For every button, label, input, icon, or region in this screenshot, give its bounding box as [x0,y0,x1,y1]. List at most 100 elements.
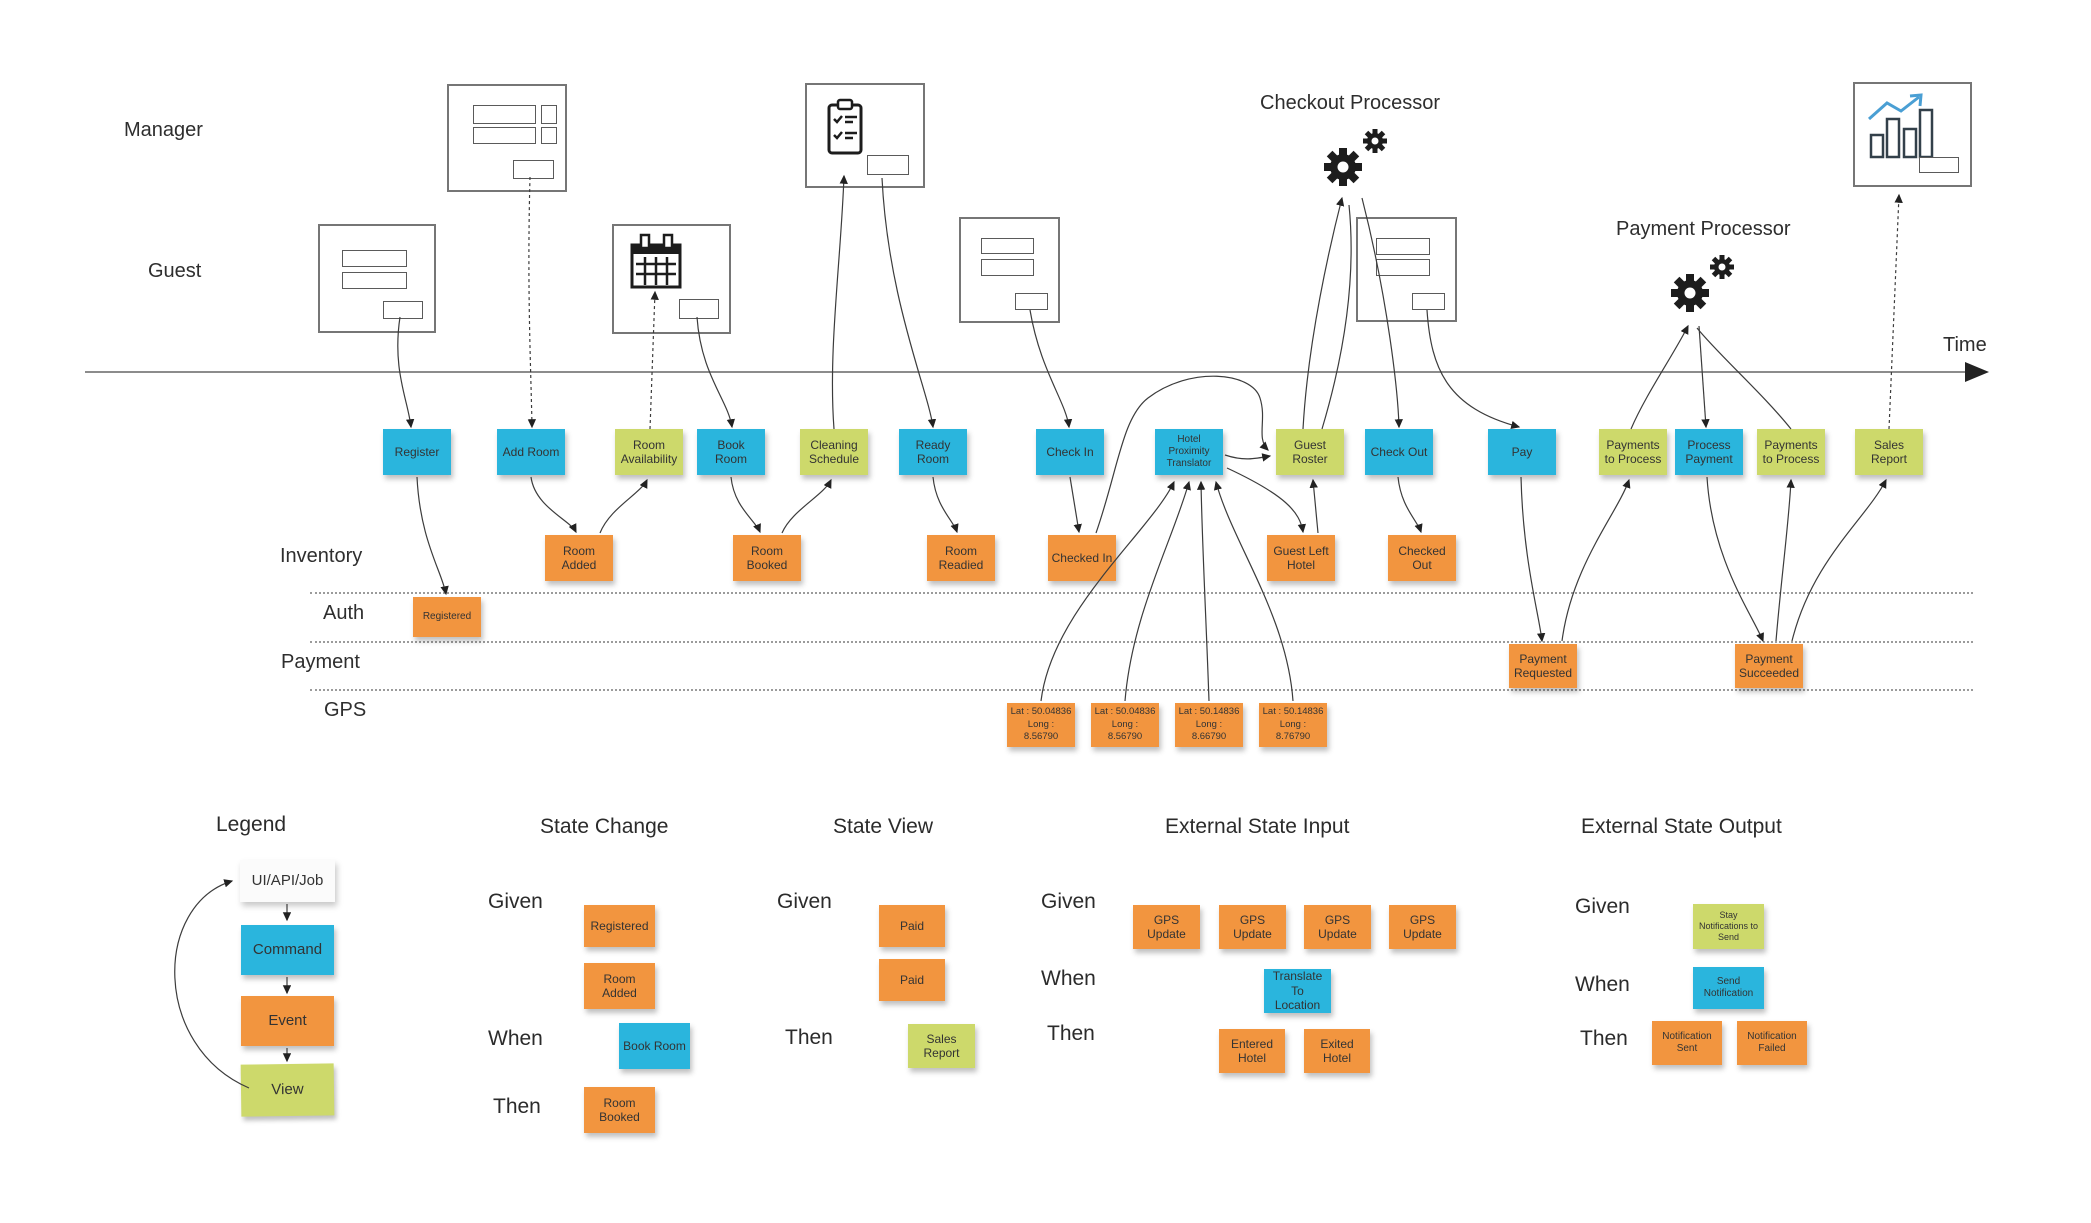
note-gps-event[interactable]: Lat : 50.04836 Long : 8.56790 [1007,703,1075,747]
payment-processor-gears-icon[interactable] [1652,248,1742,328]
calendar-icon [630,233,682,289]
gps-lat: Lat : 50.14836 [1262,705,1324,717]
spec-note[interactable]: Room Added [584,963,655,1009]
checkout-processor-label: Checkout Processor [1260,92,1441,114]
input-field [981,259,1034,276]
button-placeholder [383,301,423,319]
spec-title-external-state-input: External State Input [1165,815,1350,838]
note-room-added[interactable]: Room Added [545,535,613,581]
note-checked-out[interactable]: Checked Out [1388,535,1456,581]
wireframe-add-room-form[interactable] [447,84,567,192]
input-field [473,127,536,144]
spec-note[interactable]: Room Booked [584,1087,655,1133]
when-label: When [1575,973,1630,996]
note-guest-left-hotel[interactable]: Guest Left Hotel [1267,535,1335,581]
then-label: Then [785,1026,833,1049]
wireframe-cleaning-checklist[interactable] [805,83,925,188]
note-payment-succeeded[interactable]: Payment Succeeded [1735,644,1803,688]
given-label: Given [1041,890,1096,913]
note-add-room[interactable]: Add Room [497,429,565,475]
note-payments-to-process-2[interactable]: Payments to Process [1757,429,1825,475]
spec-note[interactable]: GPS Update [1304,905,1371,949]
legend-note-view[interactable]: View [240,1063,335,1117]
wireframe-payment-form[interactable] [1356,217,1457,322]
lane-label-payment: Payment [281,651,360,673]
actor-label-guest: Guest [148,260,202,282]
lane-divider [310,689,1973,691]
spec-note[interactable]: Sales Report [908,1024,975,1068]
spec-note[interactable]: Notification Sent [1652,1021,1722,1065]
spec-note[interactable]: Book Room [619,1023,690,1069]
lane-divider [310,641,1973,643]
note-room-booked[interactable]: Room Booked [733,535,801,581]
input-field [1376,238,1430,255]
gps-long: Long : 8.56790 [1107,718,1143,743]
note-registered[interactable]: Registered [413,597,481,637]
button-placeholder [1919,157,1959,173]
gps-long: Long : 8.66790 [1191,718,1227,743]
gps-lat: Lat : 50.04836 [1010,705,1072,717]
legend-note-event[interactable]: Event [241,996,334,1046]
input-field [473,105,536,124]
spec-title-state-change: State Change [540,815,669,838]
actor-label-manager: Manager [124,119,203,141]
note-hotel-proximity-translator[interactable]: Hotel Proximity Translator [1155,429,1223,475]
lane-divider [310,592,1973,594]
spec-note[interactable]: Stay Notifications to Send [1693,904,1764,949]
note-check-out[interactable]: Check Out [1365,429,1433,475]
note-payments-to-process-1[interactable]: Payments to Process [1599,429,1667,475]
bar-chart-icon [1868,93,1934,159]
spec-title-state-view: State View [833,815,934,838]
note-book-room[interactable]: Book Room [697,429,765,475]
note-check-in[interactable]: Check In [1036,429,1104,475]
spec-note[interactable]: Registered [584,905,655,947]
legend-title: Legend [216,813,287,836]
checkout-processor-gears-icon[interactable] [1305,122,1395,202]
note-sales-report[interactable]: Sales Report [1855,429,1923,475]
lane-label-auth: Auth [323,602,365,624]
input-field [342,272,407,289]
spec-note[interactable]: GPS Update [1133,905,1200,949]
gps-lat: Lat : 50.04836 [1094,705,1156,717]
note-room-readied[interactable]: Room Readied [927,535,995,581]
payment-processor-label: Payment Processor [1616,218,1791,240]
then-label: Then [1580,1027,1628,1050]
spec-note[interactable]: GPS Update [1389,905,1456,949]
note-cleaning-schedule[interactable]: Cleaning Schedule [800,429,868,475]
button-placeholder [1412,293,1445,310]
wireframe-check-in-form[interactable] [959,217,1060,323]
spec-note[interactable]: Send Notification [1693,967,1764,1009]
note-ready-room[interactable]: Ready Room [899,429,967,475]
note-process-payment[interactable]: Process Payment [1675,429,1743,475]
spec-note[interactable]: Paid [879,959,945,1001]
legend-note-command[interactable]: Command [241,925,334,975]
note-guest-roster[interactable]: Guest Roster [1276,429,1344,475]
spec-note[interactable]: Translate To Location [1264,969,1331,1013]
note-register[interactable]: Register [383,429,451,475]
then-label: Then [1047,1022,1095,1045]
lane-label-inventory: Inventory [280,545,363,567]
note-payment-requested[interactable]: Payment Requested [1509,644,1577,688]
legend-note-ui-api-job[interactable]: UI/API/Job [240,860,335,902]
note-gps-event[interactable]: Lat : 50.14836 Long : 8.76790 [1259,703,1327,747]
input-field [541,127,557,144]
wireframe-booking-calendar[interactable] [612,224,731,334]
note-gps-event[interactable]: Lat : 50.04836 Long : 8.56790 [1091,703,1159,747]
gps-long: Long : 8.76790 [1275,718,1311,743]
wireframe-sales-report[interactable] [1853,82,1972,187]
note-checked-in[interactable]: Checked In [1048,535,1116,581]
button-placeholder [867,155,909,175]
spec-note[interactable]: Paid [879,905,945,947]
spec-note[interactable]: Entered Hotel [1219,1029,1285,1073]
spec-note[interactable]: GPS Update [1219,905,1286,949]
spec-note[interactable]: Notification Failed [1737,1021,1807,1065]
time-axis-label: Time [1943,334,1987,356]
note-room-availability[interactable]: Room Availability [615,429,683,475]
note-gps-event[interactable]: Lat : 50.14836 Long : 8.66790 [1175,703,1243,747]
spec-note[interactable]: Exited Hotel [1304,1029,1370,1073]
wireframe-register-form[interactable] [318,224,436,333]
input-field [541,105,557,124]
gps-long: Long : 8.56790 [1023,718,1059,743]
note-pay[interactable]: Pay [1488,429,1556,475]
